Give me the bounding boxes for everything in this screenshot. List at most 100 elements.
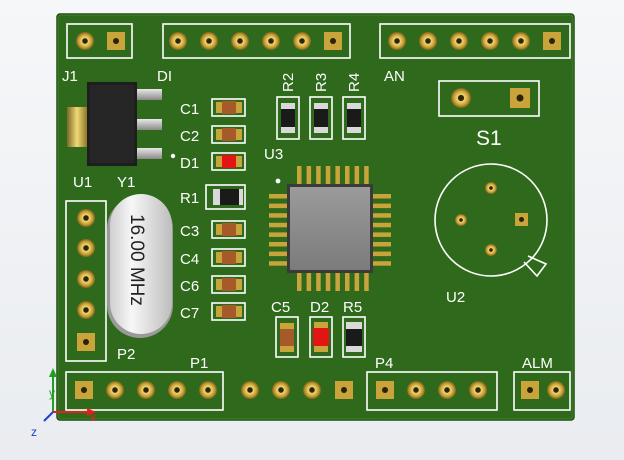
header-middle-pads[interactable]: [241, 381, 353, 399]
pad[interactable]: [241, 381, 259, 399]
pad[interactable]: [137, 381, 155, 399]
u3-leads: [269, 166, 391, 291]
resistors-r2-r4[interactable]: [281, 103, 361, 133]
pad[interactable]: [76, 32, 94, 50]
label-c5: C5: [271, 299, 290, 316]
pad[interactable]: [547, 381, 565, 399]
led-pad: [216, 156, 222, 167]
switch-s1-pads[interactable]: [451, 88, 530, 108]
pad[interactable]: [388, 32, 406, 50]
pad[interactable]: [303, 381, 321, 399]
resistor-r5[interactable]: [346, 322, 362, 352]
sensor-u2-pads[interactable]: [455, 182, 528, 256]
cap-body: [222, 101, 236, 114]
header-p4-pads[interactable]: [376, 381, 487, 399]
lead: [373, 213, 391, 218]
c2-outline: [211, 125, 246, 144]
pad[interactable]: [199, 381, 217, 399]
p2-outline: [65, 200, 107, 362]
cap-body: [222, 278, 236, 291]
label-c2: C2: [180, 128, 199, 145]
c1-outline: [211, 98, 246, 117]
label-p1: P1: [190, 355, 208, 372]
pad[interactable]: [438, 381, 456, 399]
pad[interactable]: [419, 32, 437, 50]
r3-outline: [309, 96, 333, 140]
header-an-pads[interactable]: [388, 32, 561, 50]
c7-outline: [211, 302, 246, 321]
c4-outline: [211, 248, 246, 267]
led-pad: [314, 346, 328, 352]
cap-body: [280, 329, 294, 346]
cap-pad: [236, 252, 242, 263]
p4-outline: [366, 371, 498, 411]
lead: [316, 273, 321, 291]
lead: [269, 203, 287, 209]
header-p1-pads[interactable]: [75, 381, 217, 399]
resistor-r1[interactable]: [213, 189, 243, 205]
pad[interactable]: [481, 32, 499, 50]
header-di-pads[interactable]: [169, 32, 342, 50]
cap-pad: [216, 224, 222, 235]
label-y1: Y1: [117, 174, 135, 191]
pad[interactable]: [469, 381, 487, 399]
pad[interactable]: [407, 381, 425, 399]
axis-z-label: z: [31, 425, 37, 439]
cap-pad: [216, 279, 222, 290]
header-p2-pads[interactable]: [77, 209, 95, 351]
resistor-pad: [346, 346, 362, 352]
lead: [325, 166, 331, 184]
lead: [354, 166, 360, 184]
pad[interactable]: [272, 381, 290, 399]
j1-outline: [66, 23, 133, 59]
cap-body: [222, 223, 236, 236]
label-c4: C4: [180, 251, 199, 268]
pad[interactable]: [77, 270, 95, 288]
s1-outline: [438, 80, 540, 117]
pad[interactable]: [200, 32, 218, 50]
pad-hole: [83, 339, 89, 345]
pad[interactable]: [262, 32, 280, 50]
lead: [316, 166, 321, 184]
pad[interactable]: [169, 32, 187, 50]
label-r1: R1: [180, 190, 199, 207]
led-d1[interactable]: [216, 155, 242, 168]
pad[interactable]: [451, 88, 471, 108]
led-d2[interactable]: [313, 322, 329, 352]
pad[interactable]: [293, 32, 311, 50]
pad[interactable]: [455, 214, 467, 226]
smd-left-column[interactable]: [216, 101, 242, 318]
u2-outline: [434, 163, 548, 278]
pad[interactable]: [77, 301, 95, 319]
lead: [345, 166, 350, 184]
capacitor-c5[interactable]: [280, 323, 294, 352]
crystal-y1[interactable]: 16.00 MHz: [107, 194, 173, 338]
pad[interactable]: [450, 32, 468, 50]
cap-pad: [236, 279, 242, 290]
label-c1: C1: [180, 101, 199, 118]
regulator-u1[interactable]: [67, 82, 176, 166]
pad[interactable]: [485, 244, 497, 256]
axis-x-label: x: [90, 410, 96, 424]
pad[interactable]: [231, 32, 249, 50]
label-c3: C3: [180, 223, 199, 240]
cap-body: [222, 128, 236, 141]
r1-outline: [205, 184, 246, 210]
pad[interactable]: [512, 32, 530, 50]
lead: [373, 194, 391, 199]
header-j1-pads[interactable]: [76, 32, 125, 50]
pad[interactable]: [106, 381, 124, 399]
pad-hole: [81, 387, 87, 393]
header-alm-pads[interactable]: [521, 381, 565, 399]
pad[interactable]: [77, 239, 95, 257]
microcontroller-u3[interactable]: [269, 166, 391, 291]
pad-hole: [519, 217, 524, 222]
led-body: [222, 155, 236, 168]
pad-hole: [330, 38, 336, 44]
lead: [373, 222, 391, 228]
cap-body: [222, 251, 236, 264]
pad[interactable]: [485, 182, 497, 194]
pad[interactable]: [168, 381, 186, 399]
pad[interactable]: [77, 209, 95, 227]
